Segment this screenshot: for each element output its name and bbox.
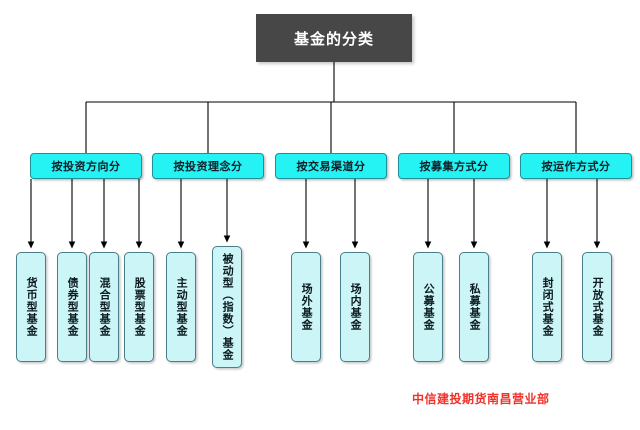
cat-investment-direction[interactable]: 按投资方向分 [30,153,142,179]
leaf-hybrid-fund[interactable]: 混合型基金 [89,252,119,362]
leaf-open-end-fund[interactable]: 开放式基金 [582,252,612,362]
cat-operating-method[interactable]: 按运作方式分 [520,153,632,179]
root-title-box: 基金的分类 [256,14,412,62]
leaf-label: 被动型（指数）基金 [221,253,235,361]
root-title-label: 基金的分类 [293,29,374,48]
leaf-label: 主动型基金 [175,277,189,337]
category-label: 按运作方式分 [541,160,611,173]
leaf-passive-index-fund[interactable]: 被动型（指数）基金 [212,246,242,368]
cat-raising-method[interactable]: 按募集方式分 [398,153,510,179]
leaf-label: 场外基金 [300,283,314,331]
leaf-label: 货币型基金 [25,277,39,337]
leaf-otc-fund[interactable]: 场外基金 [291,252,321,362]
leaf-money-fund[interactable]: 货币型基金 [16,252,46,362]
leaf-equity-fund[interactable]: 股票型基金 [124,252,154,362]
category-label: 按交易渠道分 [296,160,366,173]
leaf-label: 封闭式基金 [541,277,555,337]
leaf-private-fund[interactable]: 私募基金 [459,252,489,362]
leaf-label: 公募基金 [422,283,436,331]
leaf-label: 股票型基金 [133,277,147,337]
leaf-label: 开放式基金 [591,277,605,337]
leaf-label: 债券型基金 [66,277,80,337]
leaf-label: 场内基金 [349,283,363,331]
leaf-exchange-fund[interactable]: 场内基金 [340,252,370,362]
footer-credit: 中信建投期货南昌营业部 [412,392,550,406]
cat-trading-channel[interactable]: 按交易渠道分 [275,153,387,179]
leaf-bond-fund[interactable]: 债券型基金 [57,252,87,362]
leaf-closed-end-fund[interactable]: 封闭式基金 [532,252,562,362]
category-label: 按募集方式分 [419,160,489,173]
category-label: 按投资方向分 [51,160,121,173]
cat-investment-concept[interactable]: 按投资理念分 [152,153,264,179]
leaf-label: 私募基金 [468,283,482,331]
leaf-label: 混合型基金 [98,277,112,337]
leaf-public-fund[interactable]: 公募基金 [413,252,443,362]
leaf-active-fund[interactable]: 主动型基金 [166,252,196,362]
category-label: 按投资理念分 [173,160,243,173]
